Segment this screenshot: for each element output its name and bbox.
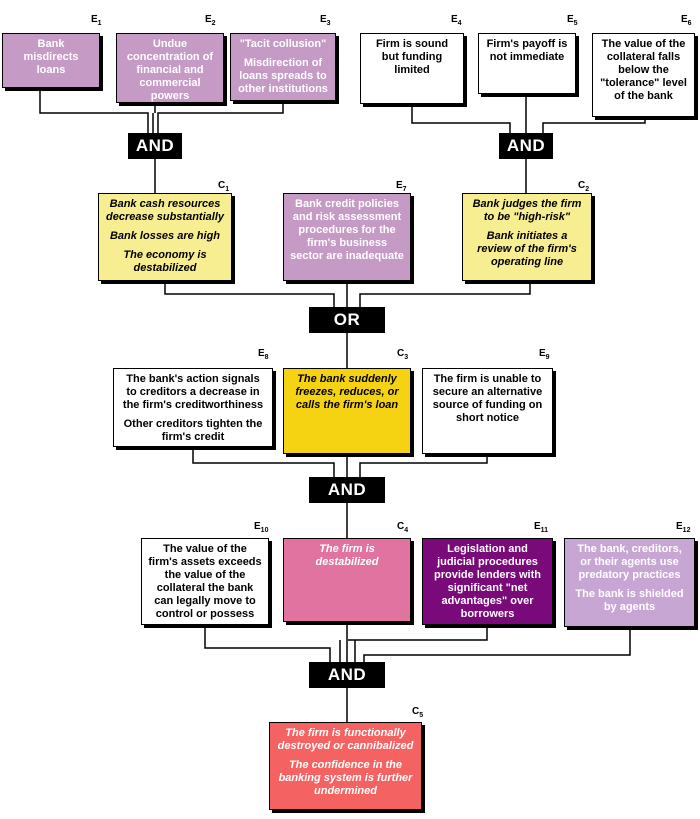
- label-e6: E6: [681, 14, 692, 27]
- and-gate-left: AND: [128, 133, 182, 159]
- box-e3: "Tacit collusion" Misdirection of loans …: [230, 33, 336, 101]
- or-gate: OR: [309, 307, 385, 333]
- box-e8: The bank's action signals to creditors a…: [113, 368, 273, 447]
- box-e6: The value of the collateral falls below …: [592, 33, 695, 117]
- box-e4: Firm is sound but funding limited: [360, 33, 464, 104]
- label-e1: E1: [91, 14, 102, 27]
- and-gate-middle: AND: [309, 477, 385, 503]
- box-e1: Bank misdirects loans: [2, 33, 100, 88]
- label-e11: E11: [534, 521, 549, 534]
- box-c1: Bank cash resources decrease substantial…: [98, 193, 232, 281]
- label-e7: E7: [396, 180, 407, 193]
- label-e5: E5: [567, 14, 578, 27]
- label-e8: E8: [258, 348, 269, 361]
- label-c4: C4: [397, 521, 409, 534]
- label-e4: E4: [451, 14, 462, 27]
- label-e9: E9: [539, 348, 550, 361]
- label-c3: C3: [397, 348, 409, 361]
- box-e7: Bank credit policies and risk assessment…: [283, 193, 411, 281]
- label-c5: C5: [412, 706, 424, 719]
- box-e11: Legislation and judicial procedures prov…: [422, 538, 553, 625]
- label-e3: E3: [320, 14, 331, 27]
- box-c3: The bank suddenly freezes, reduces, or c…: [283, 368, 411, 454]
- label-c2: C2: [578, 180, 590, 193]
- label-c1: C1: [218, 180, 230, 193]
- box-e2: Undue concentration of financial and com…: [116, 33, 224, 103]
- box-e5: Firm's payoff is not immediate: [478, 33, 576, 94]
- label-e10: E10: [254, 521, 269, 534]
- box-e9: The firm is unable to secure an alternat…: [422, 368, 553, 454]
- label-e2: E2: [205, 14, 216, 27]
- box-c2: Bank judges the firm to be "high-risk" B…: [462, 193, 592, 281]
- box-e12: The bank, creditors, or their agents use…: [564, 538, 695, 627]
- box-c4: The firm is destabilized: [283, 538, 411, 622]
- and-gate-bottom: AND: [309, 662, 385, 688]
- box-e10: The value of the firm's assets exceeds t…: [141, 538, 269, 625]
- and-gate-right: AND: [499, 133, 553, 159]
- label-e12: E12: [676, 521, 691, 534]
- box-c5: The firm is functionally destroyed or ca…: [269, 722, 422, 810]
